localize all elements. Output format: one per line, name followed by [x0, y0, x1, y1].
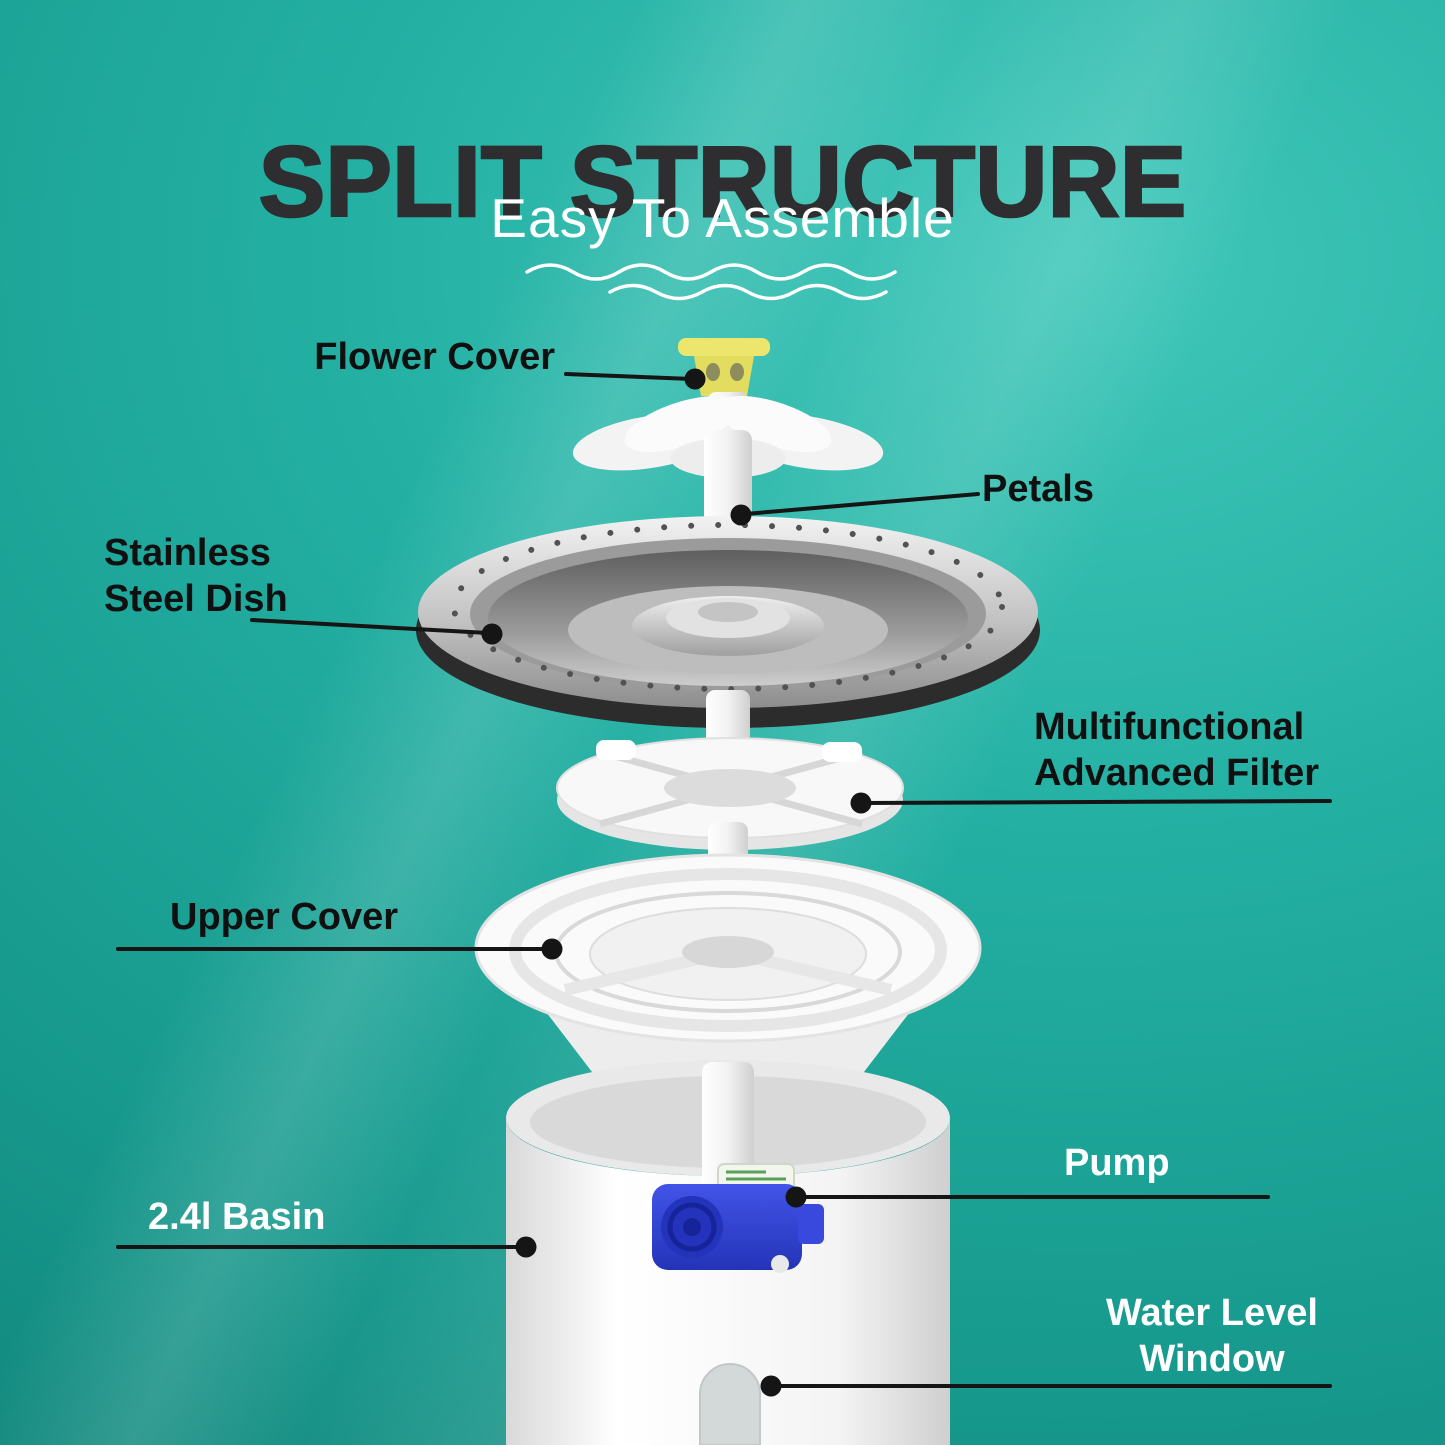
water-level-window-part — [699, 1363, 761, 1445]
page-title: SPLIT STRUCTURE — [257, 125, 1187, 240]
callout-dot-upper-cover — [541, 938, 563, 960]
callout-dot-filter — [850, 792, 872, 814]
label-flower-cover: Flower Cover — [314, 336, 555, 378]
callout-dot-basin — [515, 1236, 537, 1258]
petals-part — [572, 392, 884, 602]
callout-dot-pump — [785, 1186, 807, 1208]
callout-dot-flower-cover — [684, 368, 706, 390]
callout-line-flower-cover — [564, 372, 694, 381]
basin-part — [506, 1060, 950, 1445]
label-petals: Petals — [982, 468, 1094, 510]
callout-dot-stainless-dish — [481, 623, 503, 645]
connector-tube — [706, 690, 750, 786]
label-stainless-steel-dish: Stainless Steel Dish — [104, 532, 288, 621]
callout-line-petals — [743, 492, 980, 516]
upper-cover-part — [474, 853, 982, 1124]
label-advanced-filter: Multifunctional Advanced Filter — [1034, 706, 1320, 795]
callout-dot-petals — [730, 504, 752, 526]
flower-cover-part — [678, 338, 770, 396]
label-pump: Pump — [1064, 1142, 1170, 1184]
basin-tube — [702, 1062, 754, 1212]
filter-part — [556, 737, 904, 850]
callout-dot-water-window — [760, 1375, 782, 1397]
label-water-level-window: Water Level Window — [1106, 1292, 1318, 1381]
label-upper-cover: Upper Cover — [170, 896, 399, 938]
filter-tube — [708, 822, 748, 930]
pump-part — [652, 1163, 824, 1273]
stainless-dish-part — [416, 516, 1040, 728]
page-subtitle: Easy To Assemble — [490, 187, 955, 249]
callout-line-filter — [864, 799, 1332, 805]
label-basin: 2.4l Basin — [148, 1196, 326, 1238]
